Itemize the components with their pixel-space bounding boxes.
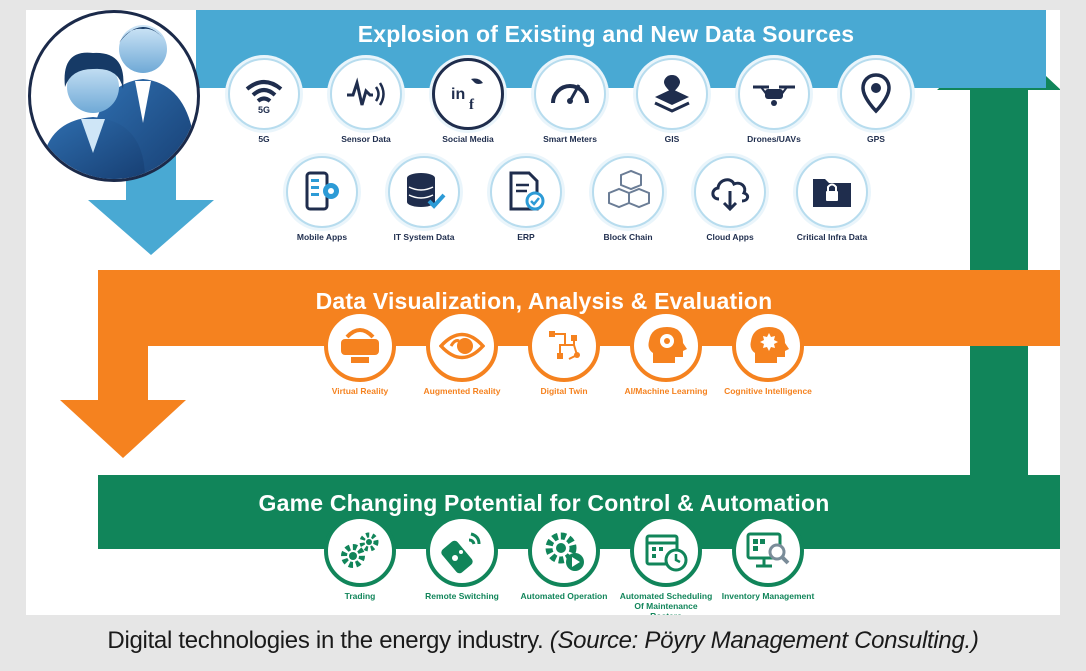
icon-node-smart-meters: Smart Meters bbox=[522, 58, 618, 144]
svg-text:in: in bbox=[451, 86, 465, 103]
icon-node-augmented-reality: Augmented Reality bbox=[414, 310, 510, 396]
document-check-icon bbox=[509, 171, 545, 211]
caption-source: (Source: Pöyry Management Consulting.) bbox=[549, 627, 979, 654]
sensor-wave-icon bbox=[347, 77, 385, 106]
icon-node-erp: ERP bbox=[478, 156, 574, 242]
svg-text:5G: 5G bbox=[258, 105, 270, 115]
analysis-title: Data Visualization, Analysis & Evaluatio… bbox=[315, 288, 773, 314]
calendar-clock-icon bbox=[645, 534, 688, 572]
icon-node-critical-infra-data: Critical Infra Data bbox=[784, 156, 880, 242]
location-pin-icon bbox=[861, 73, 891, 114]
icon-node-ai-machine-learning: AI/Machine Learning bbox=[618, 310, 714, 396]
icon-node-gis: GIS bbox=[624, 58, 720, 144]
icon-node-block-chain: Block Chain bbox=[580, 156, 676, 242]
svg-text:f: f bbox=[469, 97, 475, 113]
map-layers-icon bbox=[654, 75, 690, 113]
icon-node-drones: Drones/UAVs bbox=[726, 58, 822, 144]
locked-folder-icon bbox=[813, 179, 851, 207]
users-icon bbox=[41, 25, 193, 179]
icon-node-cloud-apps: Cloud Apps bbox=[682, 156, 778, 242]
icon-node-cognitive-intelligence: Cognitive Intelligence bbox=[720, 310, 816, 396]
icon-node-automated-scheduling: Automated Scheduling Of Maintenance Rost… bbox=[618, 515, 714, 615]
data-sources-title: Explosion of Existing and New Data Sourc… bbox=[357, 21, 855, 47]
head-gear-icon bbox=[648, 327, 687, 363]
database-check-icon bbox=[407, 173, 446, 209]
analysis-band: Data Visualization, Analysis & Evaluatio… bbox=[98, 270, 1060, 346]
automation-title: Game Changing Potential for Control & Au… bbox=[258, 490, 830, 516]
icon-node-remote-switching: Remote Switching bbox=[414, 515, 510, 601]
mobile-gear-icon bbox=[305, 171, 339, 211]
icon-node-mobile-apps: Mobile Apps bbox=[274, 156, 370, 242]
orange-down-arrow bbox=[60, 346, 186, 458]
icon-node-5g: 5G 5G bbox=[216, 58, 312, 144]
green-up-arrow bbox=[937, 32, 1060, 475]
figure-caption: Digital technologies in the energy indus… bbox=[0, 627, 1086, 655]
icon-node-virtual-reality: Virtual Reality bbox=[312, 310, 408, 396]
gear-play-icon bbox=[545, 532, 584, 571]
icon-node-gps: GPS bbox=[828, 58, 924, 144]
icon-node-digital-twin: Digital Twin bbox=[516, 310, 612, 396]
gauge-icon bbox=[551, 84, 589, 104]
circuit-icon bbox=[549, 331, 580, 360]
icon-node-trading: Trading bbox=[312, 515, 408, 601]
gears-icon bbox=[341, 532, 379, 568]
head-cog-icon bbox=[750, 327, 789, 363]
icon-node-automated-operation: Automated Operation bbox=[516, 515, 612, 601]
icon-node-it-system-data: IT System Data bbox=[376, 156, 472, 242]
monitor-search-icon bbox=[746, 532, 790, 568]
cloud-icon bbox=[711, 178, 750, 212]
social-media-icon: inf bbox=[451, 78, 483, 113]
vr-headset-icon bbox=[341, 328, 379, 363]
caption-main: Digital technologies in the energy indus… bbox=[107, 627, 544, 654]
blocks-icon bbox=[608, 169, 650, 209]
diagram-figure: Explosion of Existing and New Data Sourc… bbox=[26, 10, 1060, 615]
icon-node-inventory-management: Inventory Management bbox=[720, 515, 816, 601]
wifi-5g-icon: 5G bbox=[245, 80, 283, 115]
users-avatar bbox=[28, 10, 200, 182]
remote-icon bbox=[441, 532, 481, 574]
drone-icon bbox=[753, 85, 795, 106]
eye-icon bbox=[439, 332, 485, 360]
icon-node-sensor-data: Sensor Data bbox=[318, 58, 414, 144]
